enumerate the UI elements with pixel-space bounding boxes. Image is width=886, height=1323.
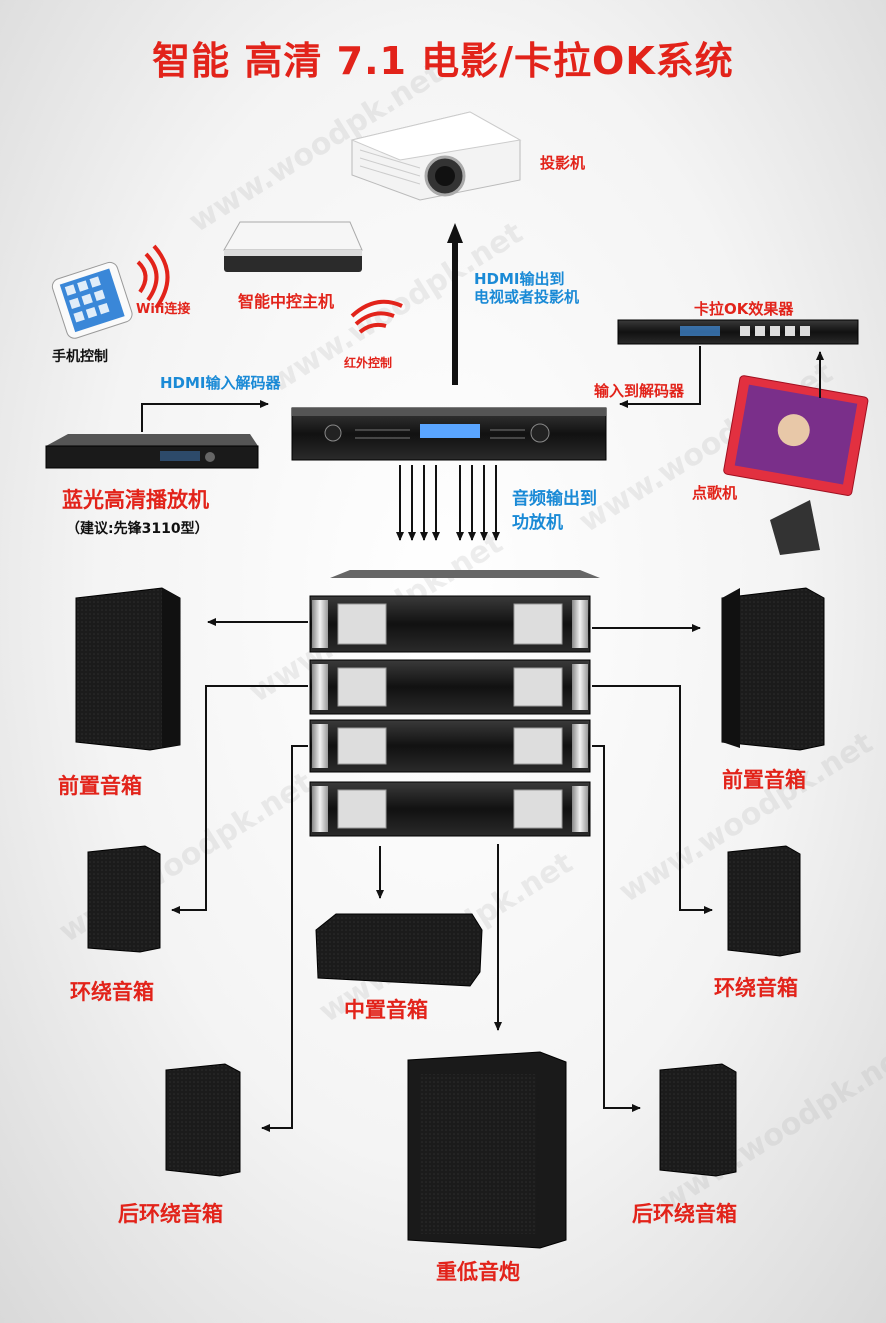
karaoke-effects-unit: [617, 319, 859, 345]
surround-left-label: 环绕音箱: [70, 980, 154, 1004]
amplifier-1: [309, 570, 600, 653]
bluray-suggest-label: （建议:先锋3110型）: [66, 521, 209, 537]
rear-right-label: 后环绕音箱: [632, 1202, 737, 1226]
connection-arrows: [141, 223, 824, 1132]
bluray-label: 蓝光高清播放机: [62, 488, 209, 512]
input-decoder-label: 输入到解码器: [594, 382, 685, 400]
audio-out-label-2: 功放机: [512, 513, 563, 533]
wifi-label: Wifi连接: [136, 302, 191, 317]
surround-speaker-right: [727, 845, 801, 957]
infrared-label: 红外控制: [344, 356, 393, 370]
phone-label: 手机控制: [52, 349, 108, 365]
infrared-signal-icon: [350, 299, 403, 334]
song-machine: [723, 375, 869, 555]
center-speaker: [315, 913, 483, 987]
front-speaker-left: [75, 587, 181, 751]
amplifier-stack: [309, 570, 600, 837]
subwoofer: [407, 1051, 567, 1249]
hdmi-in-label: HDMI输入解码器: [160, 374, 281, 392]
amplifier-2: [309, 659, 591, 715]
audio-out-label-1: 音频输出到: [512, 489, 597, 509]
rear-speaker-left: [165, 1063, 241, 1177]
front-speaker-right: [721, 587, 825, 751]
surround-right-label: 环绕音箱: [714, 976, 798, 1000]
projector: [350, 111, 522, 201]
subwoofer-label: 重低音炮: [436, 1260, 520, 1284]
hdmi-out-label-2: 电视或者投影机: [474, 288, 580, 306]
page-title: 智能 高清 7.1 电影/卡拉OK系统: [152, 39, 734, 83]
smart-host: [223, 221, 363, 272]
av-decoder: [291, 407, 607, 461]
center-label: 中置音箱: [344, 998, 428, 1022]
rear-speaker-right: [659, 1063, 737, 1177]
front-left-label: 前置音箱: [58, 774, 142, 798]
amplifier-3: [309, 719, 591, 773]
projector-label: 投影机: [540, 154, 586, 172]
front-right-label: 前置音箱: [722, 768, 806, 792]
wifi-signal-icon: [136, 244, 170, 310]
bluray-player: [45, 434, 259, 469]
smart-host-label: 智能中控主机: [238, 292, 335, 311]
smartphone: [51, 261, 133, 339]
song-machine-label: 点歌机: [692, 484, 738, 502]
amplifier-4: [309, 781, 591, 837]
surround-speaker-left: [87, 845, 161, 953]
karaoke-fx-label: 卡拉OK效果器: [694, 300, 794, 318]
hdmi-out-label-1: HDMI输出到: [474, 270, 565, 288]
rear-left-label: 后环绕音箱: [118, 1202, 223, 1226]
